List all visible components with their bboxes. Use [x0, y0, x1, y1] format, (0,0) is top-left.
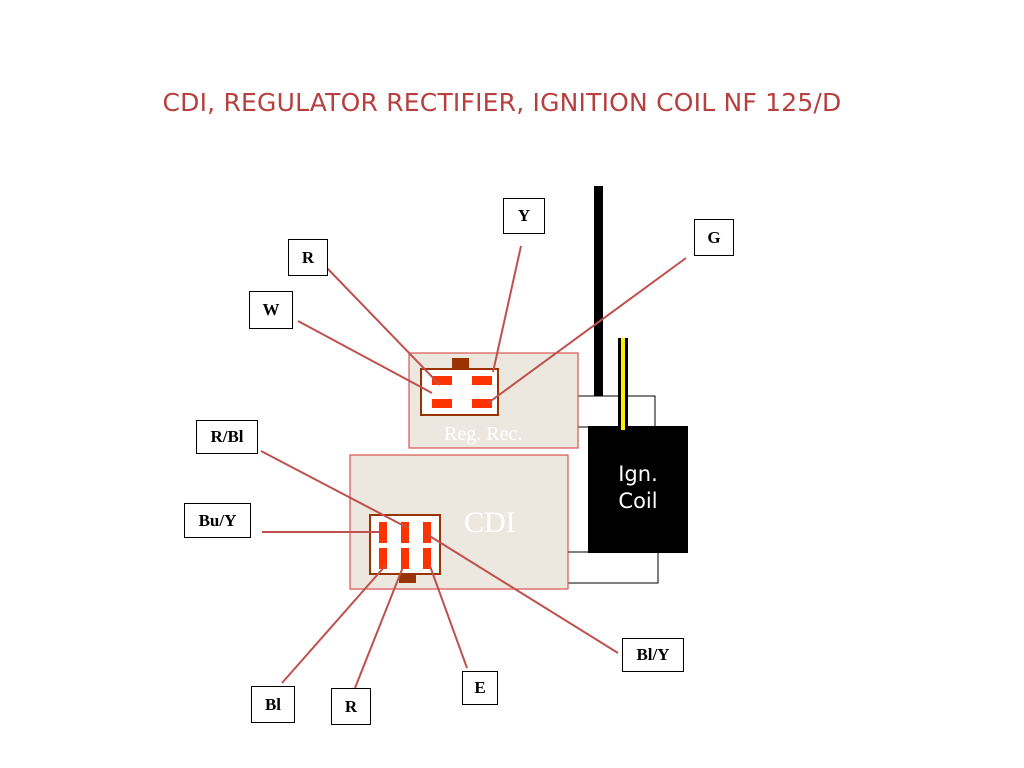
cdi-pin-6 — [423, 548, 431, 569]
cdi-pin-4 — [379, 548, 387, 569]
reg-rec-pin-2 — [472, 376, 492, 385]
wire-label-r-bottom: R — [331, 688, 371, 725]
ign-coil-label-line2: Coil — [618, 489, 658, 513]
wire-bl-y — [427, 534, 619, 654]
wire-r-bl — [260, 450, 409, 529]
coil-bracket-bottom — [567, 551, 659, 584]
wire-label-e: E — [462, 671, 498, 705]
cdi-pin-2 — [401, 522, 409, 543]
wire-r-bottom — [354, 566, 404, 689]
ignition-coil — [588, 426, 688, 553]
reg-rec-connector-tab — [452, 358, 469, 369]
wire-label-y: Y — [503, 198, 545, 234]
wire-label-bu-y: Bu/Y — [184, 503, 251, 538]
coil-primary-wire-stripe — [621, 338, 625, 430]
wire-bl — [281, 564, 387, 684]
wire-g — [487, 257, 687, 404]
wire-w — [297, 320, 433, 394]
reg-rec-label: Reg. Rec. — [444, 423, 523, 445]
reg-rec-pin-3 — [432, 399, 452, 408]
wire-label-r-bl: R/Bl — [196, 420, 258, 454]
wire-e — [429, 565, 468, 669]
ht-lead — [594, 186, 603, 430]
reg-rec-pin-4 — [472, 399, 492, 408]
cdi-connector-tab — [399, 574, 416, 583]
page-title: CDI, REGULATOR RECTIFIER, IGNITION COIL … — [162, 88, 842, 117]
wire-label-r-top: R — [288, 239, 328, 276]
wire-label-bl-y: Bl/Y — [622, 638, 684, 672]
wire-label-bl: Bl — [251, 686, 295, 723]
cdi-pin-3 — [423, 522, 431, 543]
wire-label-g: G — [694, 219, 734, 256]
reg-rec-pin-1 — [432, 376, 452, 385]
ign-coil-label-line1: Ign. — [618, 462, 658, 486]
wire-label-w: W — [249, 291, 293, 329]
cdi-label: CDI — [464, 506, 516, 539]
wire-r-top — [326, 267, 441, 386]
coil-bracket-top — [577, 395, 656, 428]
cdi-pin-5 — [401, 548, 409, 569]
cdi-pin-1 — [379, 522, 387, 543]
ign-coil-label: Ign. Coil — [608, 461, 668, 515]
wire-y — [492, 245, 522, 373]
